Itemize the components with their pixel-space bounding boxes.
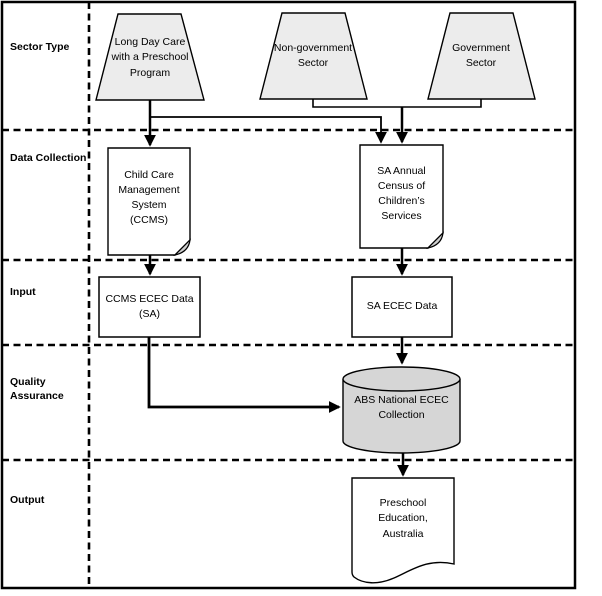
row-label-output: Output xyxy=(10,494,45,506)
rect-ccms-ecec-data xyxy=(98,276,201,338)
document-ccms xyxy=(107,147,191,256)
cylinder-abs-collection-top xyxy=(342,366,461,392)
connector-sectors-bracket xyxy=(312,99,482,108)
document-ccms-fold xyxy=(173,238,191,257)
row-label-data-collection: Data Collection xyxy=(10,152,87,164)
trapezoid-non-government xyxy=(259,12,368,100)
trapezoid-government xyxy=(427,12,536,100)
document-preschool-output xyxy=(351,477,455,584)
document-sa-census xyxy=(359,144,444,249)
document-sa-census-fold xyxy=(426,231,444,250)
row-label-sector-type: Sector Type xyxy=(10,41,70,53)
trapezoid-long-day-care xyxy=(95,13,205,101)
row-label-quality-assurance: Quality Assurance xyxy=(10,376,64,402)
cylinder-abs-collection-body xyxy=(342,379,461,454)
arrow-ccmsecec-to-abs xyxy=(147,337,341,413)
rect-sa-ecec-data xyxy=(351,276,453,338)
row-label-input: Input xyxy=(10,286,36,298)
arrow-ldc-to-census xyxy=(150,116,387,144)
